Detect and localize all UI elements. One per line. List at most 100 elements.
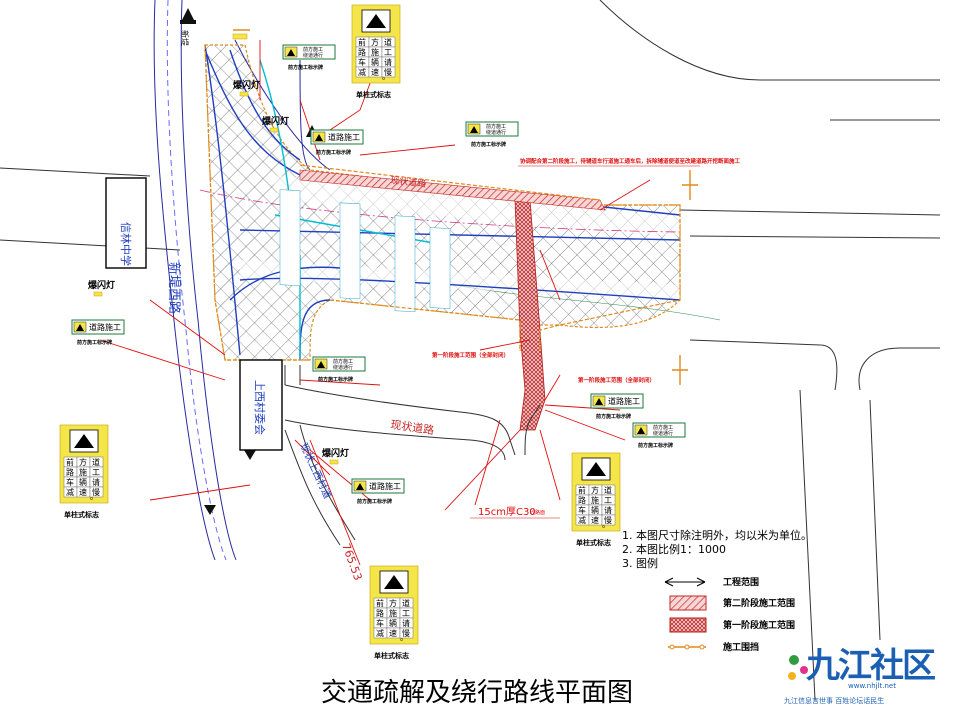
small-sign-text: 前方施工 — [653, 424, 673, 431]
notes: 1. 本图尺寸除注明外，均以米为单位。 2. 本图比例1：1000 3. 图例 — [622, 528, 812, 570]
sign-char: 车 — [358, 57, 366, 67]
flower-icon — [788, 655, 808, 680]
stage1-zone — [514, 199, 546, 431]
small-sign-caption: 前方施工标示牌 — [638, 442, 673, 449]
concrete-note-suffix: 砼路面 — [530, 509, 545, 516]
worker-icon — [74, 434, 94, 448]
sign-char: 辆 — [371, 57, 379, 67]
forum-logo: 九江社区 www.nhjlt.net 九江信息言世事 百姓论坛话民生 — [784, 638, 944, 708]
small-sign-caption: 前方施工标示牌 — [357, 498, 392, 505]
logo-slogan: 九江信息言世事 百姓论坛话民生 — [784, 697, 885, 705]
road-network — [0, 0, 941, 701]
legend-item-fence: 施工围挡 — [668, 641, 759, 653]
sign-char: 前 — [578, 485, 586, 495]
sign-left: 前方道路施工车辆请减速慢。单柱式标志 — [59, 424, 109, 519]
logo-name: 九江社区 — [806, 646, 936, 686]
sign-char: 请 — [402, 618, 410, 628]
sign-right: 前方道路施工车辆请减速慢。单柱式标志 — [571, 452, 621, 547]
existing-road — [284, 365, 541, 546]
concrete-note: 15cm厚C30 — [478, 506, 536, 518]
legend-label-stage2: 第二阶段施工范围 — [723, 597, 795, 609]
stage1-label-right: 第一阶段施工范围（全部封闭） — [578, 376, 655, 384]
sign-char: 路 — [66, 467, 74, 477]
svg-text:。: 。 — [602, 520, 610, 529]
sign-char: 辆 — [389, 618, 397, 628]
lane-markings — [279, 189, 451, 313]
small-sign-text: 道路施工 — [89, 322, 121, 332]
small-sign-caption: 前方施工标示牌 — [316, 149, 351, 156]
committee-label: 上西村委会 — [253, 380, 267, 435]
chainage-label: 765.53 — [339, 542, 364, 583]
worker-icon — [637, 427, 645, 434]
page-title: 交通疏解及绕行路线平面图 — [320, 678, 633, 708]
flash-light-dots — [93, 33, 339, 465]
small-sign-text: 绕道通行 — [486, 129, 506, 136]
sign-char: 请 — [604, 505, 612, 515]
small-sign-text: 前方施工 — [303, 46, 323, 53]
legend-item-extent: 工程范围 — [664, 576, 759, 588]
sign-char: 方 — [371, 37, 379, 47]
large-signs: 前方道路施工车辆请减速慢。单柱式标志前方道路施工车辆请减速慢。单柱式标志前方道路… — [59, 4, 621, 660]
sign-char: 路 — [578, 495, 586, 505]
construction-fence — [204, 44, 681, 361]
sign-char: 施 — [591, 495, 599, 505]
legend-item-stage1: 第一阶段施工范围 — [669, 617, 795, 633]
sign-char: 速 — [79, 488, 87, 497]
small-sign-text: 道路施工 — [369, 481, 401, 491]
notice-top: 协调配合第二阶段施工，待辅道车行道施工通车后，拆除辅道便道至改建道路开挖断面施工 — [520, 157, 741, 165]
sign-char: 施 — [371, 47, 379, 57]
legend-label-extent: 工程范围 — [723, 576, 759, 588]
flash-light-3: 爆闪灯 — [88, 279, 115, 291]
sign-char: 慢 — [604, 515, 612, 525]
worker-icon — [470, 126, 478, 133]
sign-char: 工 — [92, 468, 100, 477]
top-existing-road-label: 现状道路 — [390, 174, 427, 190]
flash-lights: 爆闪灯 爆闪灯 爆闪灯 爆闪灯 — [88, 79, 349, 459]
sign-char: 车 — [376, 618, 384, 628]
sign-char: 减 — [578, 515, 586, 525]
sign-char: 工 — [384, 48, 392, 57]
magenta-line — [199, 189, 681, 233]
sign-top: 前方道路施工车辆请减速慢。单柱式标志 — [351, 4, 401, 99]
legend: 工程范围 第二阶段施工范围 第一阶段施工范围 施工围挡 — [664, 576, 795, 653]
leader-lines — [99, 40, 651, 566]
sign-char: 慢 — [92, 487, 100, 497]
sign-caption: 单柱式标志 — [356, 90, 391, 99]
buildings — [105, 177, 283, 451]
sign-char: 前 — [66, 457, 74, 467]
small-sign-caption: 前方施工标示牌 — [77, 339, 112, 346]
sign-char: 车 — [578, 505, 586, 515]
small-signs: 前方施工绕道通行前方施工标示牌道路施工前方施工标示牌前方施工绕道通行前方施工标示… — [71, 44, 686, 505]
construction-zone — [204, 44, 681, 361]
small-sign-caption: 前方施工标示牌 — [471, 141, 506, 148]
svg-text:。: 。 — [382, 72, 390, 81]
sign-char: 车 — [66, 477, 74, 487]
sign-char: 请 — [92, 477, 100, 487]
sign-char: 辆 — [79, 477, 87, 487]
sign-caption: 单柱式标志 — [64, 510, 99, 519]
svg-text:。: 。 — [90, 492, 98, 501]
worker-icon — [356, 483, 364, 490]
sign-char: 辆 — [591, 505, 599, 515]
worker-icon — [287, 49, 295, 56]
worker-icon — [384, 575, 404, 589]
sign-char: 减 — [358, 67, 366, 77]
sign-caption: 单柱式标志 — [374, 651, 409, 660]
sign-bottom: 前方道路施工车辆请减速慢。单柱式标志 — [369, 565, 419, 660]
worker-icon — [76, 324, 84, 331]
sign-char: 工 — [604, 496, 612, 505]
sign-char: 减 — [66, 487, 74, 497]
sign-char: 路 — [358, 47, 366, 57]
sign-char: 速 — [591, 516, 599, 525]
note-2: 2. 本图比例1：1000 — [622, 542, 726, 556]
sign-char: 速 — [389, 629, 397, 638]
west-road-label: 新堤西路 — [166, 262, 182, 314]
sign-caption: 单柱式标志 — [576, 538, 611, 547]
